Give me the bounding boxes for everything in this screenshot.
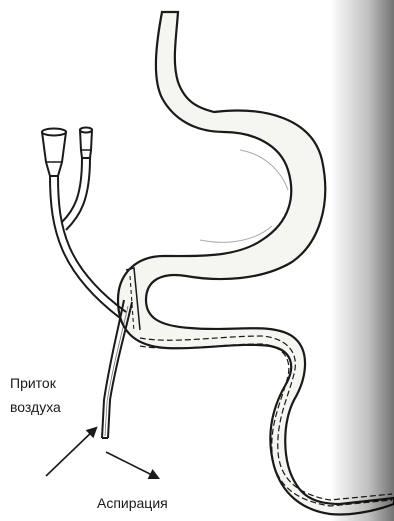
air-inflow-arrow-icon — [46, 428, 96, 476]
air-inflow-label-line2: воздуха — [10, 398, 61, 417]
aspiration-arrow-icon — [106, 452, 158, 478]
right-connector-cap — [80, 128, 92, 159]
left-connector-cap — [42, 129, 66, 177]
aspiration-label: Аспирация — [97, 494, 168, 513]
air-inflow-label-line1: Приток — [10, 374, 56, 393]
page-edge-shadow — [330, 0, 394, 521]
